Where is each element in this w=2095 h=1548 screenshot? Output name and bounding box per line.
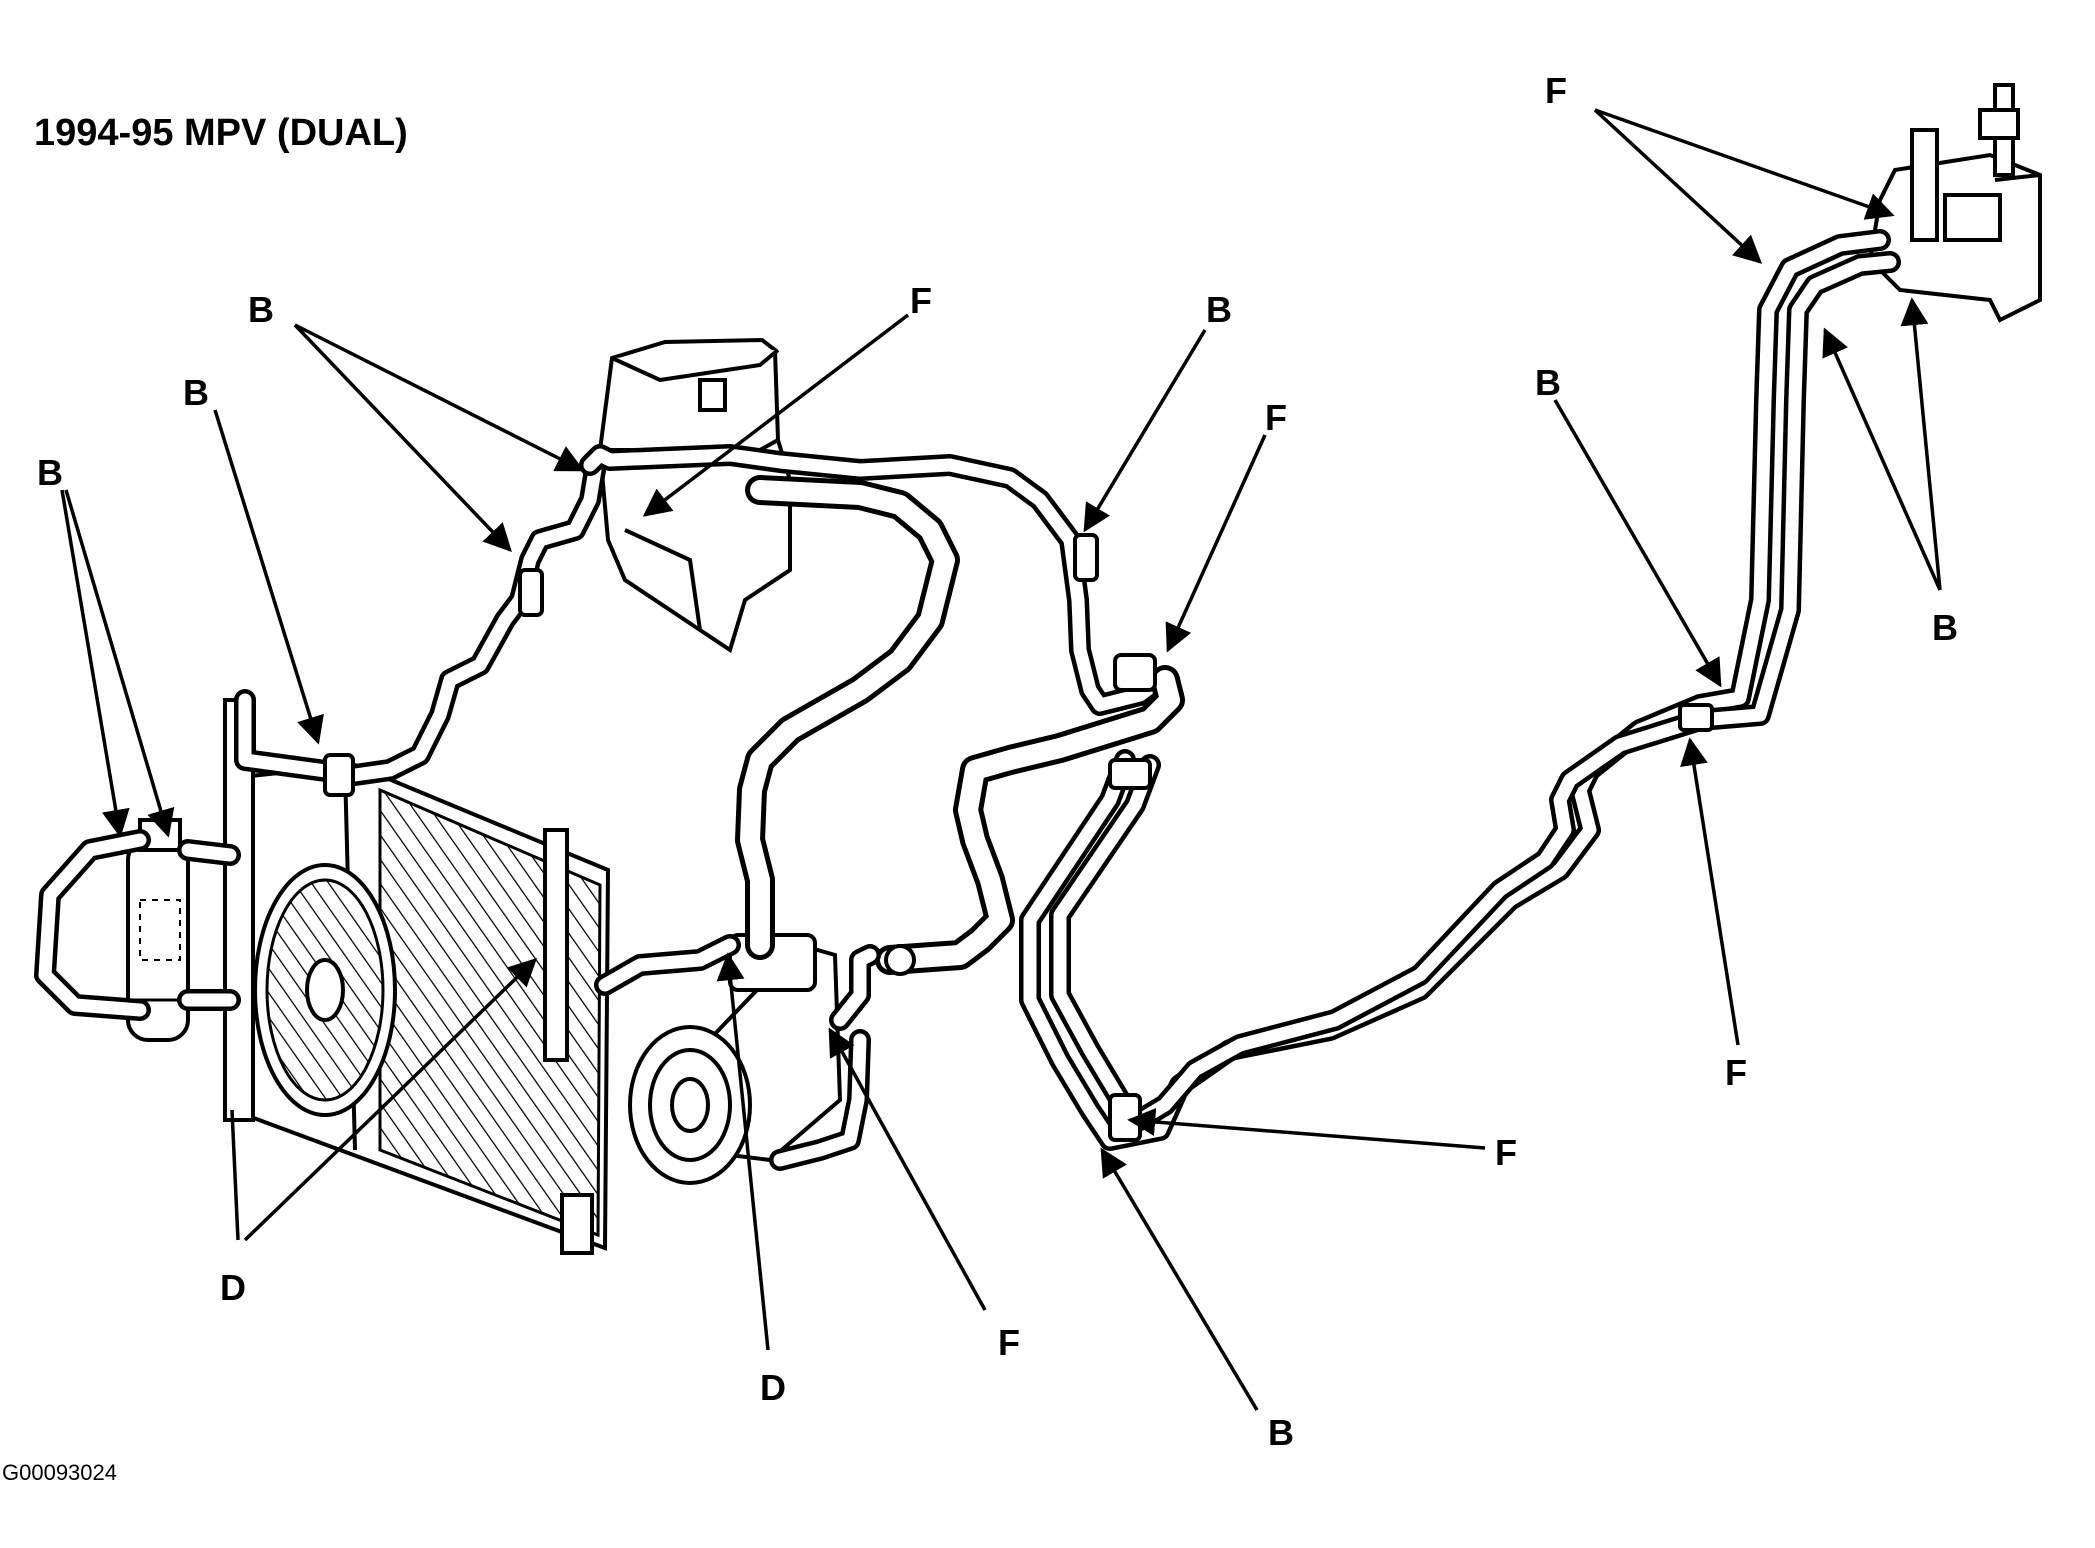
front-evaporator-unit xyxy=(597,337,792,654)
callout-b6: B xyxy=(1932,607,1958,648)
callout-f1: F xyxy=(910,280,932,321)
condenser-fan xyxy=(253,863,397,1117)
callout-f5: F xyxy=(1495,1132,1517,1173)
callout-b1: B xyxy=(37,452,63,493)
callout-b2: B xyxy=(183,372,209,413)
diagram-title: 1994-95 MPV (DUAL) xyxy=(34,112,408,154)
callout-labels: B B B F B F F B B F F B D D F xyxy=(37,70,1958,1453)
callout-f4: F xyxy=(1725,1052,1747,1093)
callout-f3: F xyxy=(1545,70,1567,111)
callout-d1: D xyxy=(220,1267,246,1308)
callout-b7: B xyxy=(1268,1412,1294,1453)
callout-f2: F xyxy=(1265,397,1287,438)
callout-f6: F xyxy=(998,1322,1020,1363)
refrigerant-lines xyxy=(34,229,1901,1171)
rear-evaporator-unit xyxy=(1867,83,2042,323)
callout-d2: D xyxy=(760,1367,786,1408)
callout-b3: B xyxy=(248,289,274,330)
callout-b4: B xyxy=(1206,289,1232,330)
figure-code: G00093024 xyxy=(2,1460,117,1485)
callout-b5: B xyxy=(1535,362,1561,403)
leader-lines xyxy=(60,108,1942,1411)
